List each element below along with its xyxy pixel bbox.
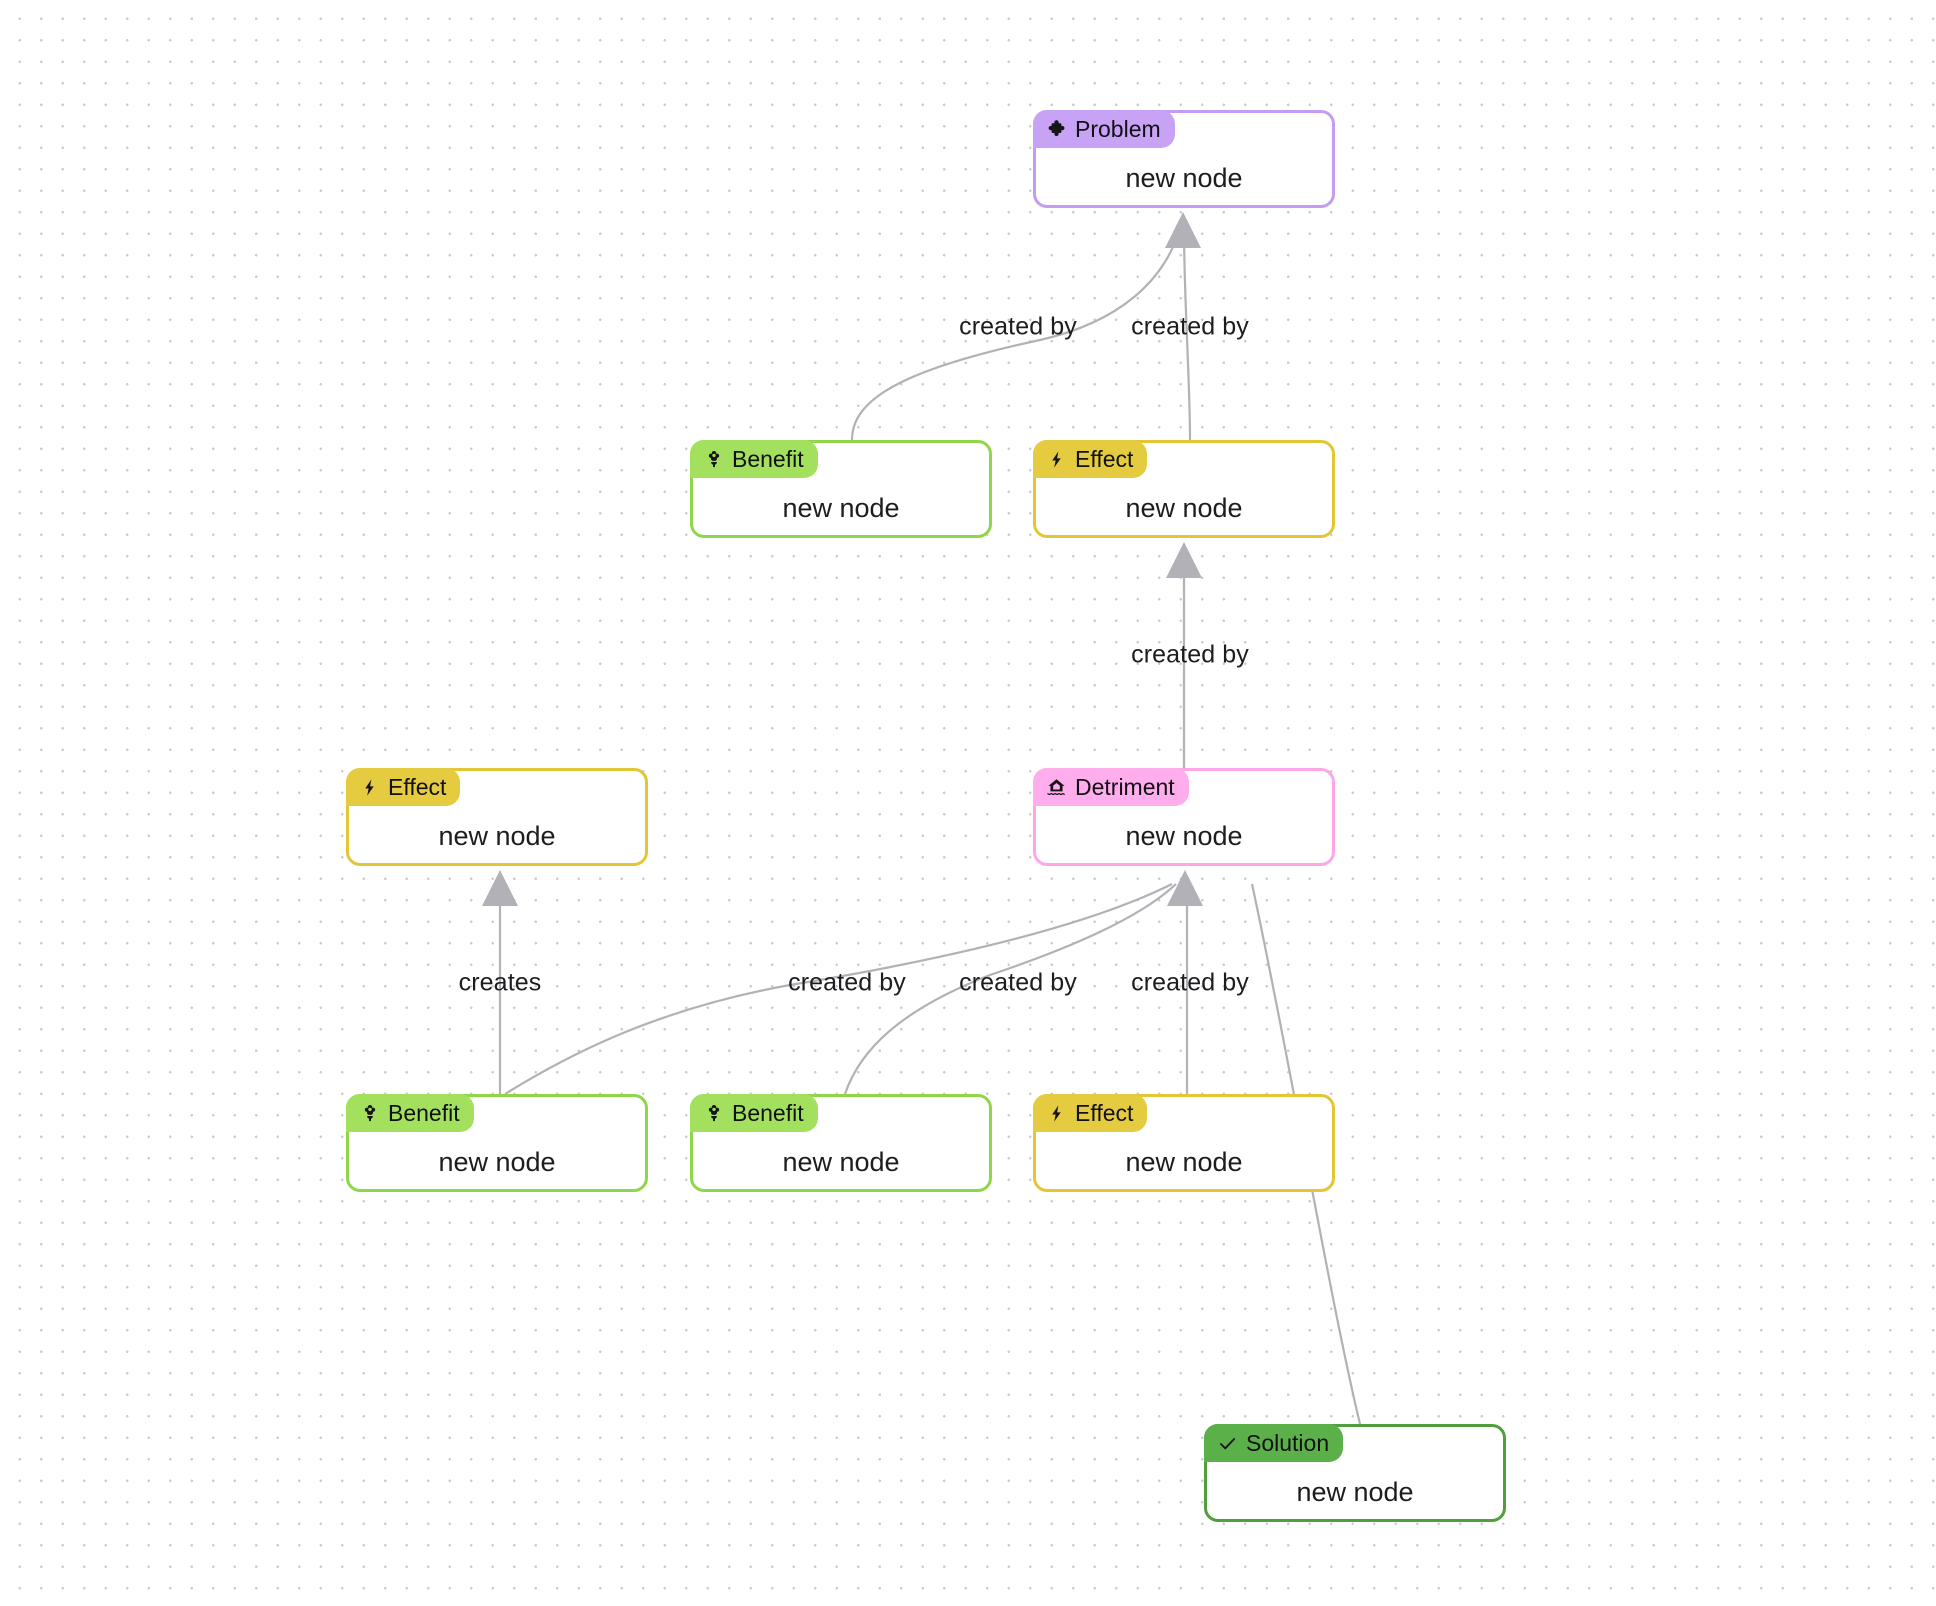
arrowhead-effect2 (482, 870, 518, 906)
node-type-label: Problem (1075, 115, 1161, 142)
node-problem[interactable]: Problem new node (1033, 110, 1335, 208)
edge-label-created-by: created by (959, 968, 1077, 997)
node-type-chip: Problem (1033, 110, 1175, 148)
node-type-label: Effect (1075, 445, 1134, 472)
lightning-bolt-icon (1046, 1103, 1067, 1124)
lightning-bolt-icon (359, 777, 380, 798)
node-type-chip: Effect (1033, 440, 1148, 478)
node-effect[interactable]: Effect new node (1033, 440, 1335, 538)
node-title[interactable]: new node (1296, 1476, 1414, 1507)
node-type-chip: Benefit (346, 1094, 474, 1132)
node-type-label: Benefit (388, 1099, 460, 1126)
edge-label-creates: creates (458, 968, 542, 997)
node-title[interactable]: new node (1125, 820, 1243, 851)
node-type-label: Benefit (732, 1099, 804, 1126)
arrowhead-effect1 (1166, 542, 1202, 578)
flower-icon (703, 1103, 724, 1124)
edge-label-created-by: created by (1131, 640, 1249, 669)
node-title[interactable]: new node (782, 492, 900, 523)
arrowhead-detriment1 (1167, 870, 1203, 906)
node-type-chip: Benefit (690, 440, 818, 478)
puzzle-piece-icon (1046, 119, 1067, 140)
edge-label-created-by: created by (1131, 312, 1249, 341)
node-type-label: Effect (1075, 1099, 1134, 1126)
node-type-label: Benefit (732, 445, 804, 472)
node-type-chip: Effect (1033, 1094, 1148, 1132)
node-effect[interactable]: Effect new node (1033, 1094, 1335, 1192)
node-type-chip: Detriment (1033, 768, 1189, 806)
node-type-label: Effect (388, 773, 447, 800)
node-type-chip: Benefit (690, 1094, 818, 1132)
node-benefit[interactable]: Benefit new node (346, 1094, 648, 1192)
node-title[interactable]: new node (438, 820, 556, 851)
check-icon (1217, 1433, 1238, 1454)
flower-icon (703, 449, 724, 470)
lightning-bolt-icon (1046, 449, 1067, 470)
arrowhead-problem1 (1165, 212, 1201, 248)
node-title[interactable]: new node (1125, 492, 1243, 523)
edge-label-created-by: created by (1131, 968, 1249, 997)
flooded-house-icon (1046, 777, 1067, 798)
node-title[interactable]: new node (782, 1146, 900, 1177)
flower-icon (359, 1103, 380, 1124)
node-detriment[interactable]: Detriment new node (1033, 768, 1335, 866)
node-benefit[interactable]: Benefit new node (690, 440, 992, 538)
node-type-label: Detriment (1075, 773, 1175, 800)
edge-label-created-by: created by (959, 312, 1077, 341)
edge-label-created-by: created by (788, 968, 906, 997)
node-title[interactable]: new node (1125, 1146, 1243, 1177)
node-title[interactable]: new node (438, 1146, 556, 1177)
node-type-label: Solution (1246, 1429, 1330, 1456)
node-benefit[interactable]: Benefit new node (690, 1094, 992, 1192)
node-type-chip: Solution (1204, 1424, 1344, 1462)
node-title[interactable]: new node (1125, 162, 1243, 193)
node-effect[interactable]: Effect new node (346, 768, 648, 866)
node-type-chip: Effect (346, 768, 461, 806)
node-solution[interactable]: Solution new node (1204, 1424, 1506, 1522)
